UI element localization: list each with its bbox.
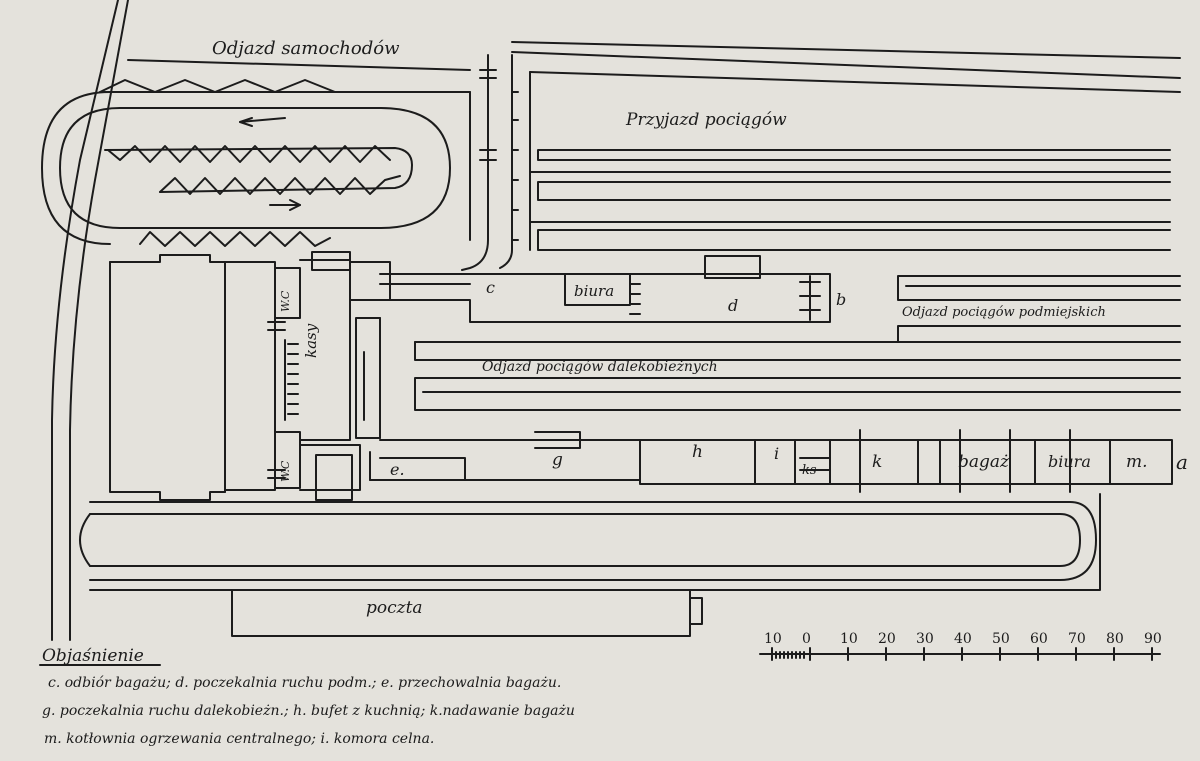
label-room-ks: ks <box>802 463 817 478</box>
label-room-m: m. <box>1126 452 1148 472</box>
scale-tick-label: 10 <box>764 631 782 647</box>
label-room-a: a <box>1176 450 1188 474</box>
label-car-departure: Odjazd samochodów <box>212 38 400 59</box>
scale-tick-label: 50 <box>992 631 1010 647</box>
scale-tick-label: 90 <box>1144 631 1162 647</box>
label-room-e: e. <box>390 460 405 479</box>
upper-corridor <box>379 255 831 323</box>
label-room-h: h <box>692 442 703 462</box>
label-train-arrival: Przyjazd pociągów <box>626 110 787 130</box>
long-distance-tracks <box>355 317 1181 439</box>
left-road <box>51 0 129 641</box>
label-room-d: d <box>728 296 739 315</box>
scale-tick-label: 30 <box>916 631 934 647</box>
scale-tick-label: 40 <box>954 631 972 647</box>
scale-tick-label: 80 <box>1106 631 1124 647</box>
label-room-b: b <box>836 290 847 309</box>
label-wc-upper: W.C <box>279 290 292 312</box>
car-departure-road <box>99 59 471 93</box>
label-room-i: i <box>774 444 780 463</box>
station-building-left <box>109 251 391 501</box>
track-spur-vertical <box>461 54 519 271</box>
label-suburban-departure: Odjazd pociągów podmiejskich <box>902 305 1106 320</box>
label-room-biura-upper: biura <box>574 282 615 300</box>
arrival-tracks <box>529 71 1171 251</box>
scale-tick-label: 10 <box>840 631 858 647</box>
label-tickets: kasy <box>302 323 320 358</box>
top-rails <box>511 41 1181 93</box>
scale-tick-label: 70 <box>1068 631 1086 647</box>
scale-bar <box>759 647 1161 661</box>
label-long-distance-departure: Odjazd pociągów dalekobieżnych <box>482 359 718 375</box>
label-post-office: poczta <box>366 598 423 618</box>
legend-line-2: g. poczekalnia ruchu dalekobieżn.; h. bu… <box>42 703 575 719</box>
car-zigzag-lower <box>139 231 331 247</box>
label-wc-lower: W.C <box>279 460 292 482</box>
lower-corridor <box>369 429 1173 493</box>
legend-title: Objaśnienie <box>42 646 144 666</box>
label-room-bagaz: bagaż <box>958 452 1009 472</box>
scale-tick-label: 60 <box>1030 631 1048 647</box>
label-room-g: g <box>552 450 563 470</box>
label-room-biura-lower: biura <box>1048 452 1091 471</box>
scale-tick-label: 0 <box>802 631 811 647</box>
car-loop <box>41 91 471 245</box>
lower-loop-road <box>79 493 1101 591</box>
post-office-building <box>231 589 703 637</box>
suburban-tracks <box>897 275 1181 343</box>
label-room-c: c <box>486 278 495 297</box>
label-room-k: k <box>872 452 883 472</box>
scale-tick-label: 20 <box>878 631 896 647</box>
legend-line-1: c. odbiór bagażu; d. poczekalnia ruchu p… <box>48 675 562 691</box>
legend-line-3: m. kotłownia ogrzewania centralnego; i. … <box>44 731 435 747</box>
